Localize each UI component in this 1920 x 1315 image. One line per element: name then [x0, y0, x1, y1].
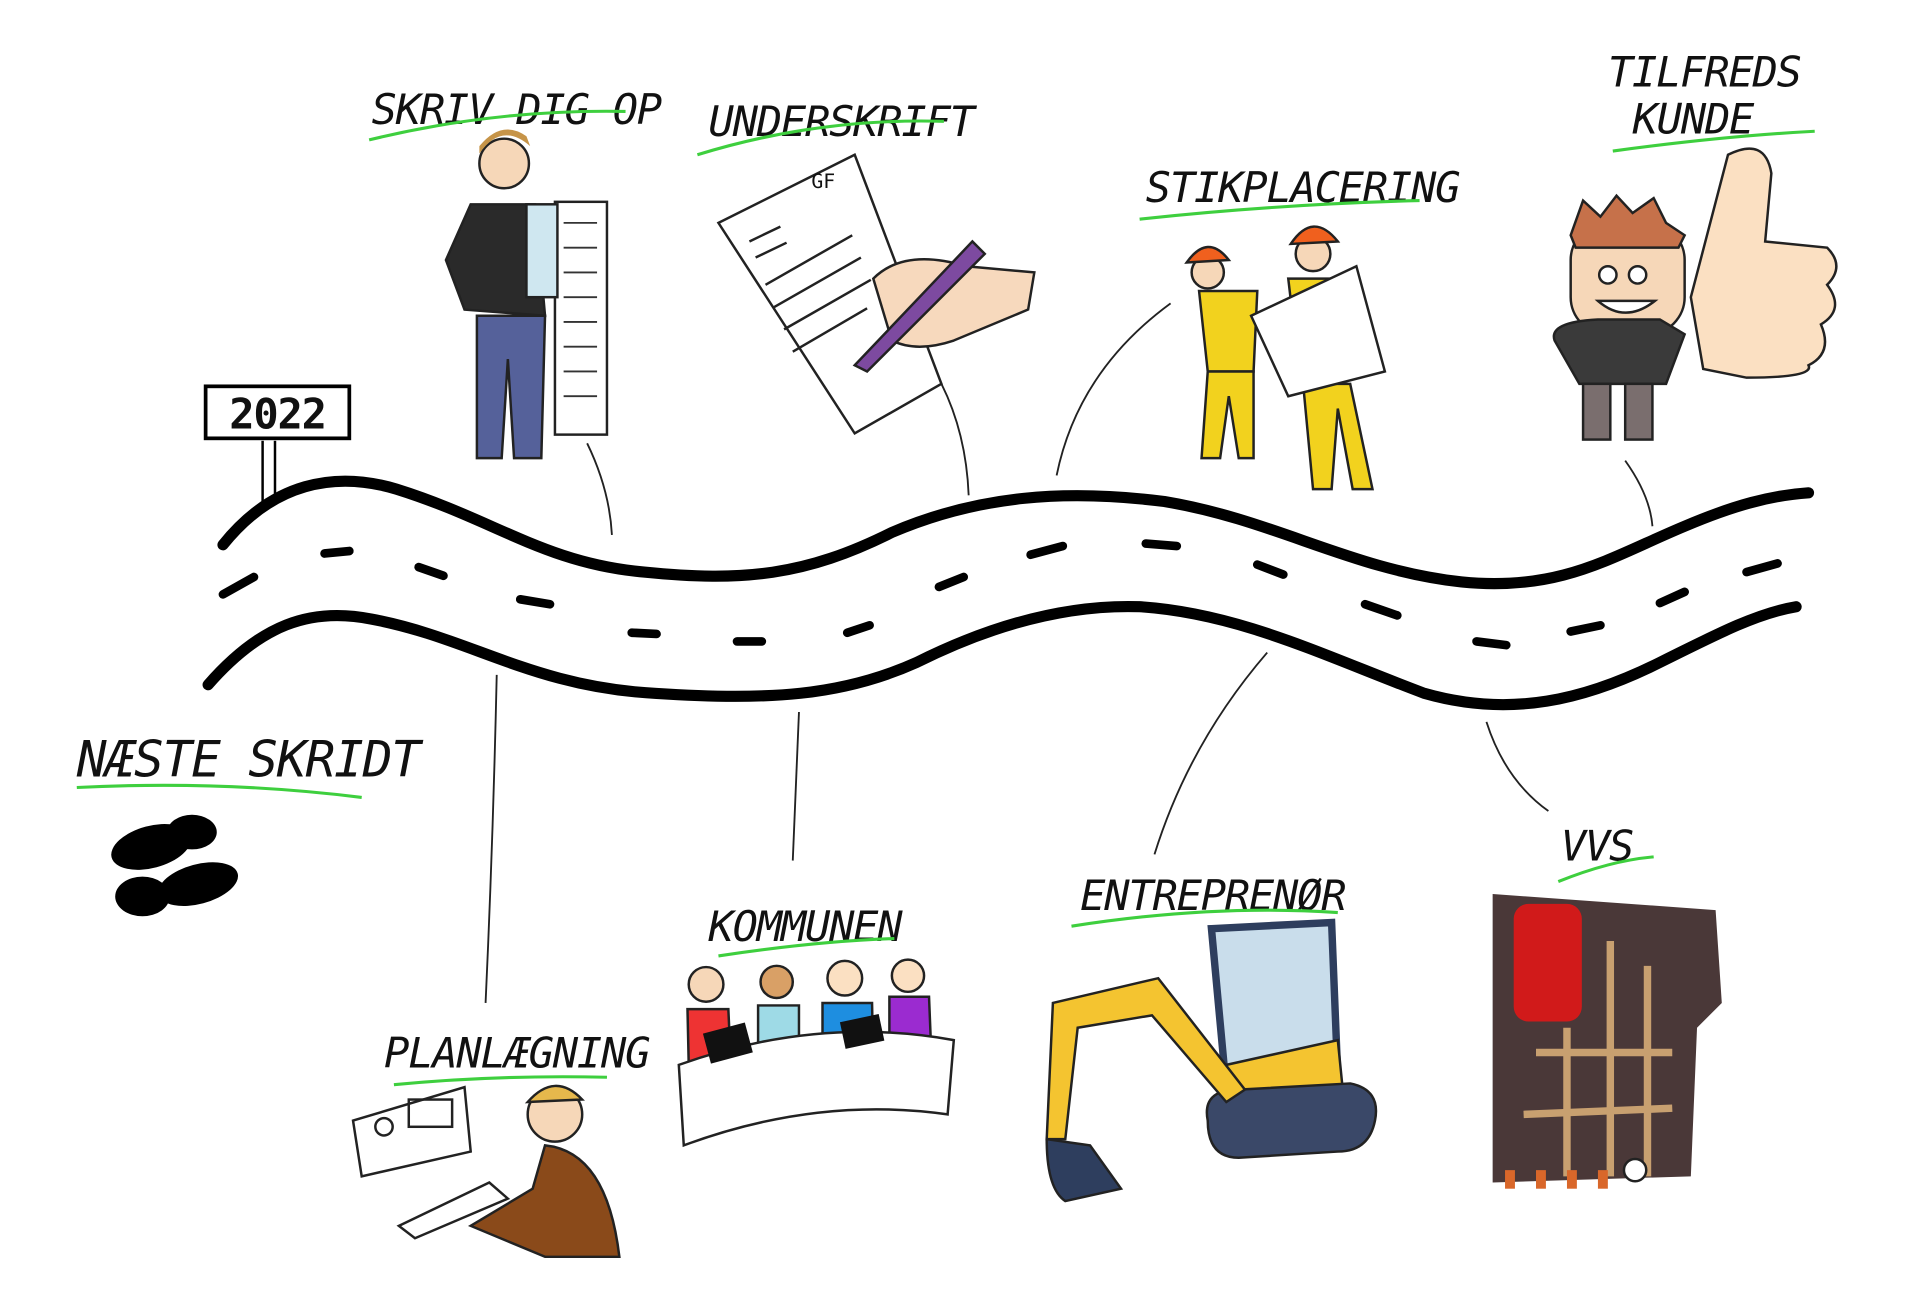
road-center-dashes: [218, 539, 1782, 650]
contract-signing-illustration: GF: [716, 153, 1036, 436]
step-label: SKRIV DIG OP: [372, 85, 662, 134]
step-staking: STIKPLACERING: [1139, 163, 1461, 491]
road: [202, 475, 1815, 711]
step-label: STIKPLACERING: [1146, 163, 1460, 212]
step-label-line1: TILFREDS: [1608, 48, 1801, 97]
step-signature: UNDERSKRIFT GF: [696, 97, 1036, 436]
road-bottom-edge: [202, 600, 1802, 711]
step-municipality: KOMMUNEN: [677, 902, 956, 1148]
year-label: 2022: [229, 389, 325, 438]
footprints-icon: [111, 814, 239, 917]
step-sign-up: SKRIV DIG OP: [368, 85, 663, 460]
step-label: VVS: [1561, 822, 1633, 871]
excavator-illustration: [1045, 918, 1378, 1203]
step-contractor: ENTREPRENØR: [1045, 871, 1378, 1203]
step-label: PLANLÆGNING: [384, 1028, 650, 1077]
start-label: NÆSTE SKRIDT: [76, 730, 424, 788]
step-happy-customer: TILFREDS KUNDE: [1552, 48, 1838, 441]
planner-at-computer-illustration: [351, 1084, 621, 1259]
connectors: [484, 302, 1654, 1004]
construction-workers-illustration: [1184, 225, 1387, 491]
year-sign: 2022: [203, 384, 352, 502]
step-label: KOMMUNEN: [708, 902, 904, 951]
municipal-committee-illustration: [677, 958, 956, 1148]
businessman-with-list-illustration: [444, 129, 609, 460]
road-top-edge: [217, 475, 1815, 590]
heating-unit-illustration: [1492, 894, 1722, 1189]
step-plumbing: VVS: [1492, 822, 1722, 1189]
step-planning: PLANLÆGNING: [351, 1028, 651, 1259]
document-mark: GF: [811, 170, 835, 193]
next-step-label: NÆSTE SKRIDT: [76, 730, 425, 917]
thumbs-up-customer-illustration: [1552, 147, 1838, 441]
